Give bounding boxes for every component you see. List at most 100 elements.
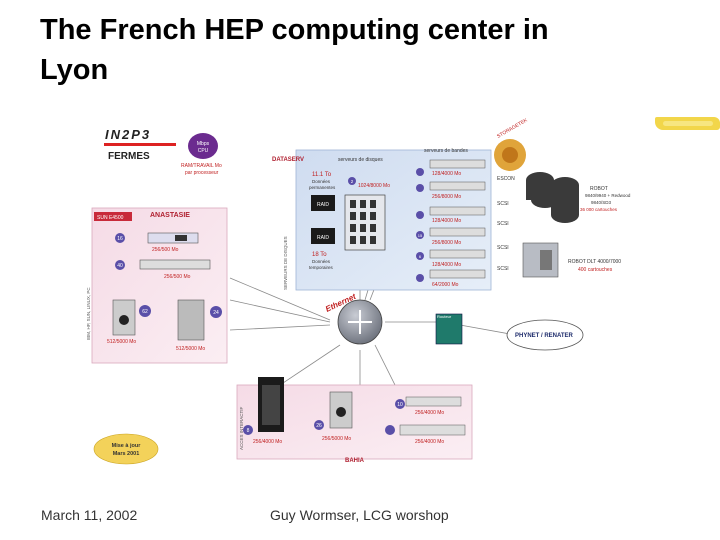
phynet-label: PHYNET / RENATER: [515, 333, 574, 339]
raid-1-label: RAID: [317, 202, 329, 208]
mem-2: 1024/8000 Mo: [358, 183, 390, 189]
badge-62: [139, 305, 151, 317]
badge-8-num: 8: [247, 428, 250, 434]
tape-server-row-1: 128/4000 Mo: [416, 159, 486, 177]
footer-author: Guy Wormser, LCG worshop: [270, 507, 449, 523]
side-label-left: IBM, HP, SUN, LINUX, PC: [86, 287, 91, 340]
sun-tag-label: SUN E4500: [97, 215, 124, 221]
tape-robot-silos: [526, 172, 579, 223]
dataserv-panel: [295, 149, 492, 291]
disk-servers-label: serveurs de disques: [338, 157, 383, 163]
footer-date: March 11, 2002: [41, 507, 138, 523]
dataserv-label: DATASERV: [272, 157, 304, 163]
badge-8: [243, 425, 253, 435]
badge-26-num: 26: [316, 423, 322, 429]
disk-server-row-6: 64/2000 Mo: [416, 269, 486, 288]
cpu-badge-top: Mbps: [197, 141, 210, 147]
vertical-server-label: SERVEURS DE DISQUES: [283, 236, 288, 290]
scsi-label-4: SCSI: [497, 266, 509, 272]
badge-2: [348, 177, 356, 185]
storage-size-2: 18 To: [312, 252, 327, 258]
mem-11: 256/4000 Mo: [415, 439, 444, 445]
robot-label-5: ROBOT DLT 4000/7000: [568, 259, 621, 265]
mem-9: 256/5000 Mo: [322, 436, 351, 442]
highlighter-stroke: [655, 117, 720, 130]
storagetek-badge-core: [502, 147, 518, 163]
linux-penguin-icon: [119, 315, 129, 325]
badge-26: [314, 420, 324, 430]
node-256-500b: 256/500 Mo: [164, 274, 191, 280]
node-512a: 512/5000 Mo: [107, 339, 136, 345]
mem-6: 128/4000 Mo: [432, 262, 461, 268]
router-arrows: [348, 310, 372, 334]
mem-7: 64/2000 Mo: [432, 282, 459, 288]
disk-server-row-5: 6 128/4000 Mo: [416, 249, 486, 268]
update-line-1: Mise à jour: [112, 443, 142, 449]
robot-label-3: 9840/SD3: [591, 200, 612, 205]
mem-10: 256/4000 Mo: [415, 410, 444, 416]
phynet-cloud-icon: [506, 319, 584, 351]
fermes-label: FERMES: [108, 151, 150, 162]
disk-server-row-4: 15 256/8000 Mo: [416, 227, 486, 246]
badge-10-num: 10: [397, 402, 403, 408]
raid-box-1: [311, 195, 335, 211]
storagetek-label: STORAGETEK: [496, 117, 529, 140]
robot-label-4: 36 000 cartouches: [580, 207, 618, 212]
scsi-label-1: SCSI: [497, 201, 509, 207]
disk-server-row-3: 128/4000 Mo: [416, 206, 486, 224]
mem-8: 256/4000 Mo: [253, 439, 282, 445]
ram-note-2: par processeur: [185, 170, 219, 176]
raid-box-2: [311, 228, 335, 244]
badge-40: [115, 260, 125, 270]
escon-label: ESCON: [497, 176, 515, 182]
storage-desc-1b: permanentes: [309, 185, 336, 190]
badge-16-num: 16: [117, 236, 123, 242]
tape-server-row-2: 256/8000 Mo: [416, 181, 486, 200]
badge-10: [395, 399, 405, 409]
ram-note-1: RAM/TRAVAIL Mo: [181, 163, 222, 169]
tape-servers-label: serveurs de bandes: [424, 148, 468, 154]
storage-size-1: 11.1 To: [312, 172, 332, 178]
logo-underline: [104, 143, 176, 146]
mem-4: 128/4000 Mo: [432, 218, 461, 224]
node-256-500a: 256/500 Mo: [152, 247, 179, 253]
badge-62-num: 62: [142, 309, 148, 315]
robot-label-2: 9840/9940 + Redwood: [585, 193, 631, 198]
badge-6-num: 6: [419, 254, 422, 259]
bahia-label: BAHIA: [345, 458, 365, 464]
disk-rack-slots: [350, 200, 376, 244]
storage-desc-1a: Données: [312, 179, 331, 184]
update-line-2: Mars 2001: [113, 451, 140, 457]
mem-3: 256/8000 Mo: [432, 194, 461, 200]
bahia-server-1: [405, 396, 462, 407]
server-box-2: [139, 259, 211, 270]
badge-24: [210, 306, 222, 318]
server-box-1-face: [175, 235, 187, 241]
bahia-server-2: [399, 424, 466, 436]
sun-tag: [94, 212, 132, 221]
cpu-badge-bottom: CPU: [198, 148, 209, 154]
interactif-label: ACCES INTERACTIF: [239, 406, 244, 450]
server-box-1: [147, 232, 199, 244]
storage-desc-2a: Données: [312, 259, 331, 264]
badge-15-num: 15: [418, 233, 423, 238]
badge-24-num: 24: [213, 310, 219, 316]
pc-tower: [177, 299, 205, 341]
robot-label-1: ROBOT: [590, 186, 608, 192]
scsi-label-2: SCSI: [497, 221, 509, 227]
storage-desc-2b: temporaires: [309, 265, 334, 270]
scsi-label-3: SCSI: [497, 245, 509, 251]
router-label: Routeur: [437, 314, 452, 319]
cpu-badge: [188, 133, 218, 159]
badge-15b: [385, 425, 395, 435]
in2p3-logo: IN2P3: [105, 127, 151, 142]
badge-40-num: 40: [117, 263, 123, 269]
node-512b: 512/5000 Mo: [176, 346, 205, 352]
badge-16: [115, 233, 125, 243]
slide-title: The French HEP computing center in Lyon: [40, 14, 549, 86]
router-box: [435, 313, 463, 345]
raid-2-label: RAID: [317, 235, 329, 241]
dlt-robot-door: [540, 250, 552, 270]
bahia-penguin-icon: [336, 407, 346, 417]
